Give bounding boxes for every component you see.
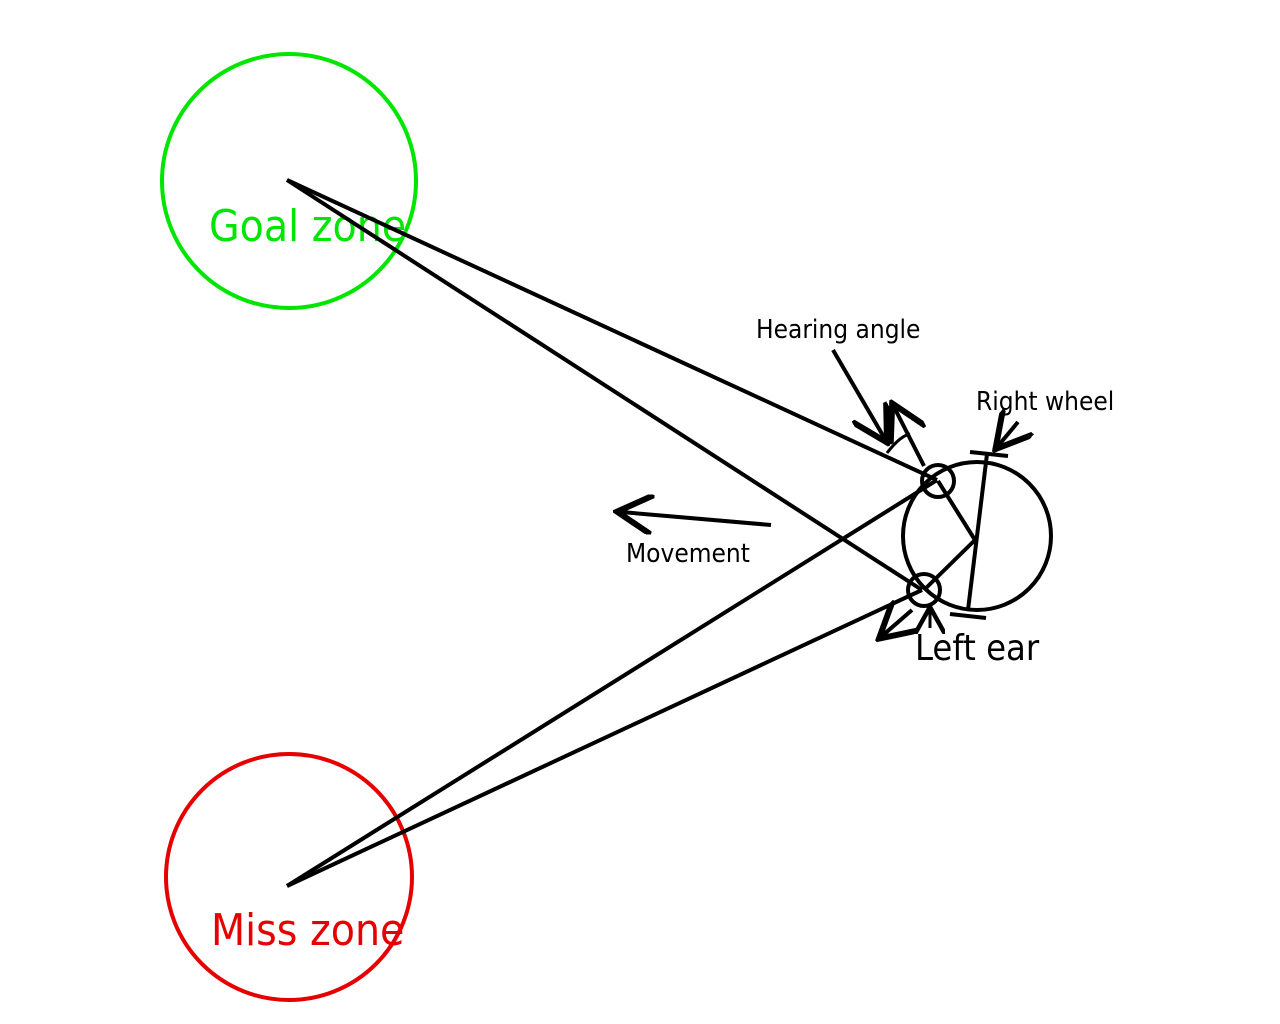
miss-to-right-ear-line [285,478,939,888]
left-wheel-cap [949,612,987,620]
left-ear-to-center-line [922,538,977,592]
hearing-angle-arc [885,432,911,454]
right-wheel-label: Right wheel [976,387,1114,417]
goal-to-left-ear-line [285,178,924,592]
left-ear-label: Left ear [915,628,1040,669]
goal-to-right-ear-line [286,178,938,482]
movement-label: Movement [626,539,750,569]
miss-zone-label: Miss zone [211,905,404,956]
hearing-angle-pointer-arrow [831,348,885,439]
left-ear-direction-arrow [882,610,912,636]
miss-zone-circle [164,752,414,1002]
wheel-axle-line [966,453,989,611]
robot-body [901,460,1053,612]
goal-zone-label: Goal zone [209,201,406,252]
miss-to-left-ear-line [286,588,923,888]
goal-zone-circle [160,52,418,310]
right-ear-circle [920,463,956,499]
right-wheel-cap [969,450,1009,458]
right-wheel-pointer-arrow [998,422,1018,446]
right-ear-to-center-line [936,479,977,542]
right-ear-direction-arrow [894,407,924,467]
movement-arrow [621,512,772,525]
hearing-angle-label: Hearing angle [756,315,920,345]
